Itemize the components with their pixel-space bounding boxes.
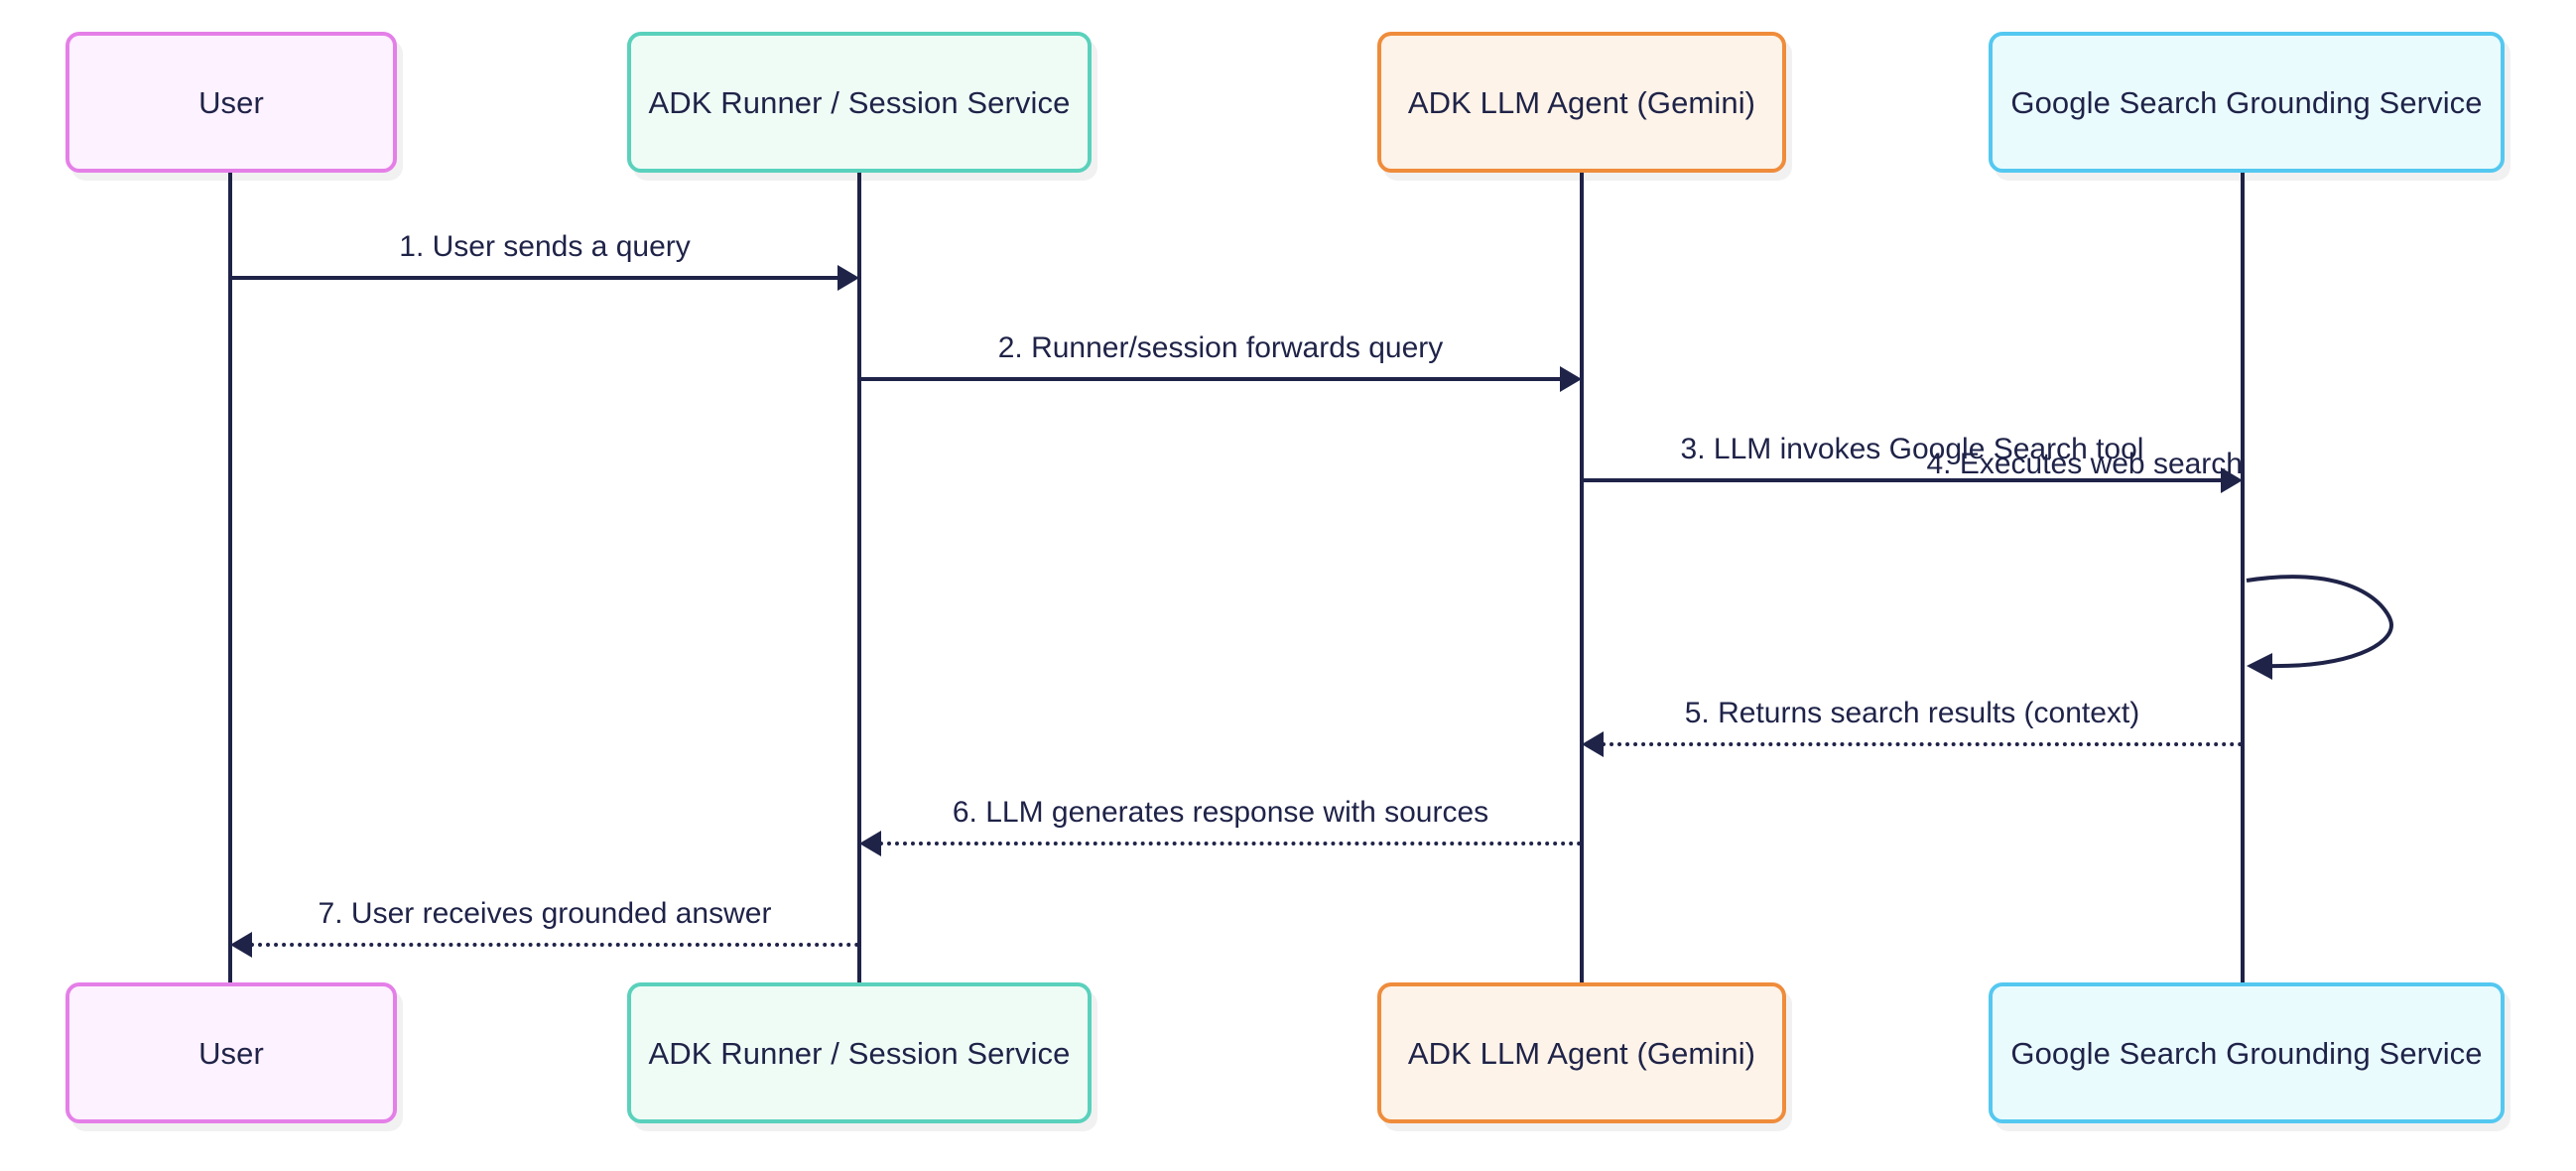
message-7-label: 7. User receives grounded answer [318,897,772,930]
message-7-arrowhead-icon [230,932,252,958]
participant-box-user-bottom[interactable]: User [65,982,397,1123]
participant-label-user-top: User [198,84,264,120]
participant-box-agent-top[interactable]: ADK LLM Agent (Gemini) [1377,32,1786,173]
message-5-label: 5. Returns search results (context) [1684,697,2140,729]
message-3-line [1582,478,2223,482]
message-1-arrowhead-icon [837,265,859,291]
message-2-line [859,377,1562,381]
participant-box-search-top[interactable]: Google Search Grounding Service [1989,32,2505,173]
message-3-label: 3. LLM invokes Google Search tool [1680,433,2144,465]
message-4-label: 4. Executes web search [1926,448,2243,480]
participant-box-search-bottom[interactable]: Google Search Grounding Service [1989,982,2505,1123]
participant-label-agent-bottom: ADK LLM Agent (Gemini) [1407,1035,1756,1071]
message-7-line [250,943,859,947]
participant-label-agent-top: ADK LLM Agent (Gemini) [1407,84,1756,120]
participant-box-runner-top[interactable]: ADK Runner / Session Service [627,32,1092,173]
self-loop-icon [2246,575,2394,680]
message-1-line [230,276,839,280]
message-2-label: 2. Runner/session forwards query [997,331,1444,364]
participant-label-search-bottom: Google Search Grounding Service [2010,1035,2483,1071]
lifeline-agent [1580,173,1584,982]
message-6-line [879,842,1582,846]
participant-label-search-top: Google Search Grounding Service [2010,84,2483,120]
lifeline-user [228,173,232,982]
participant-label-user-bottom: User [198,1035,264,1071]
participant-label-runner-bottom: ADK Runner / Session Service [648,1035,1071,1071]
participant-box-agent-bottom[interactable]: ADK LLM Agent (Gemini) [1377,982,1786,1123]
lifeline-runner [857,173,861,982]
message-5-line [1602,742,2243,746]
message-3-arrowhead-icon [2221,467,2243,493]
message-5-arrowhead-icon [1582,731,1604,757]
participant-box-runner-bottom[interactable]: ADK Runner / Session Service [627,982,1092,1123]
message-6-arrowhead-icon [859,831,881,856]
message-6-label: 6. LLM generates response with sources [952,796,1489,829]
message-2-arrowhead-icon [1560,366,1582,392]
lifeline-search [2241,173,2245,982]
message-1-label: 1. User sends a query [399,230,691,263]
participant-box-user-top[interactable]: User [65,32,397,173]
participant-label-runner-top: ADK Runner / Session Service [648,84,1071,120]
